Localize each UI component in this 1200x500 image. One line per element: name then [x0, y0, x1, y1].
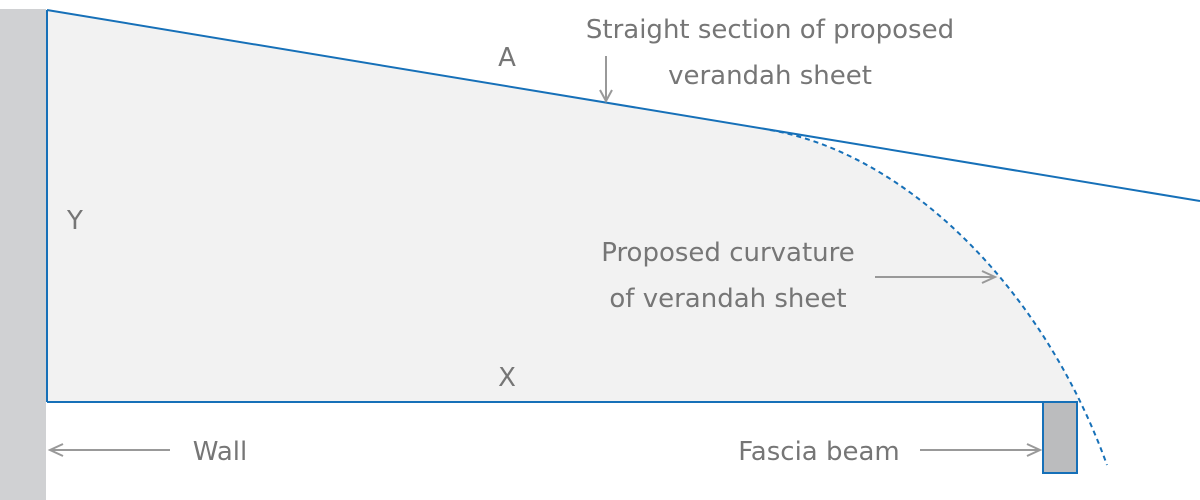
curvature-label-2: of verandah sheet	[609, 284, 846, 314]
straight-sheet-line	[46, 9, 1200, 202]
straight-section-label-1: Straight section of proposed	[586, 15, 954, 45]
fascia-beam	[1042, 401, 1078, 474]
straight-section-label-2: verandah sheet	[668, 61, 872, 91]
straight-section-arrow	[599, 56, 613, 104]
proposed-curve-line	[769, 129, 1108, 466]
wall	[0, 9, 46, 500]
wall-label: Wall	[193, 437, 247, 467]
label-y: Y	[66, 206, 83, 236]
curvature-label-1: Proposed curvature	[601, 238, 855, 268]
label-x: X	[498, 363, 516, 393]
wall-arrow	[47, 443, 170, 457]
fascia-arrow	[920, 443, 1043, 457]
curvature-arrow	[875, 270, 998, 284]
label-a: A	[498, 43, 516, 73]
sheet-area-fill	[47, 10, 1081, 402]
fascia-beam-label: Fascia beam	[738, 437, 900, 467]
